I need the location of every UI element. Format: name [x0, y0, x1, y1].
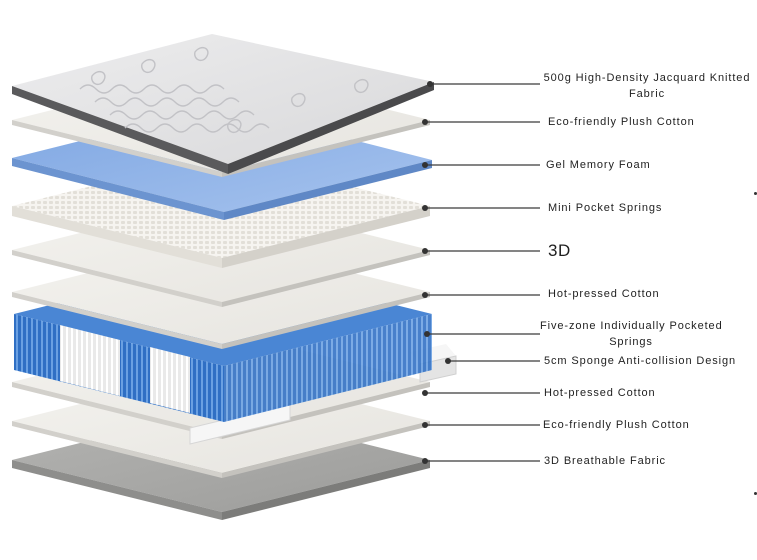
- label-plush-cotton-top: Eco-friendly Plush Cotton: [548, 116, 695, 128]
- label-pocketed-springs-line-2: Springs: [609, 336, 653, 348]
- callout-lines: [425, 83, 540, 462]
- label-mini-pocket-springs: Mini Pocket Springs: [548, 202, 663, 214]
- label-3d: 3D: [548, 241, 571, 260]
- label-plush-cotton-bottom: Eco-friendly Plush Cotton: [543, 419, 690, 431]
- layer-top-fabric: [12, 34, 434, 174]
- label-hot-pressed-cotton-top: Hot-pressed Cotton: [548, 288, 660, 300]
- callout-dots: [422, 81, 451, 464]
- label-top-fabric-line-2: Fabric: [629, 88, 665, 100]
- decorative-dot: [754, 192, 757, 195]
- label-pocketed-springs: Five-zone Individually Pocketed Springs: [540, 318, 722, 350]
- quilt-pattern: [79, 46, 369, 134]
- decorative-dot: [754, 492, 757, 495]
- label-pocketed-springs-line-1: Five-zone Individually Pocketed: [540, 320, 723, 332]
- label-top-fabric: 500g High-Density Jacquard Knitted Fabri…: [540, 70, 754, 102]
- label-gel-memory-foam: Gel Memory Foam: [546, 159, 651, 171]
- label-sponge-anti-collision: 5cm Sponge Anti-collision Design: [544, 355, 737, 367]
- label-hot-pressed-cotton-bottom: Hot-pressed Cotton: [544, 387, 656, 399]
- label-breathable-fabric: 3D Breathable Fabric: [544, 455, 666, 467]
- label-top-fabric-line-1: 500g High-Density Jacquard Knitted: [543, 72, 751, 84]
